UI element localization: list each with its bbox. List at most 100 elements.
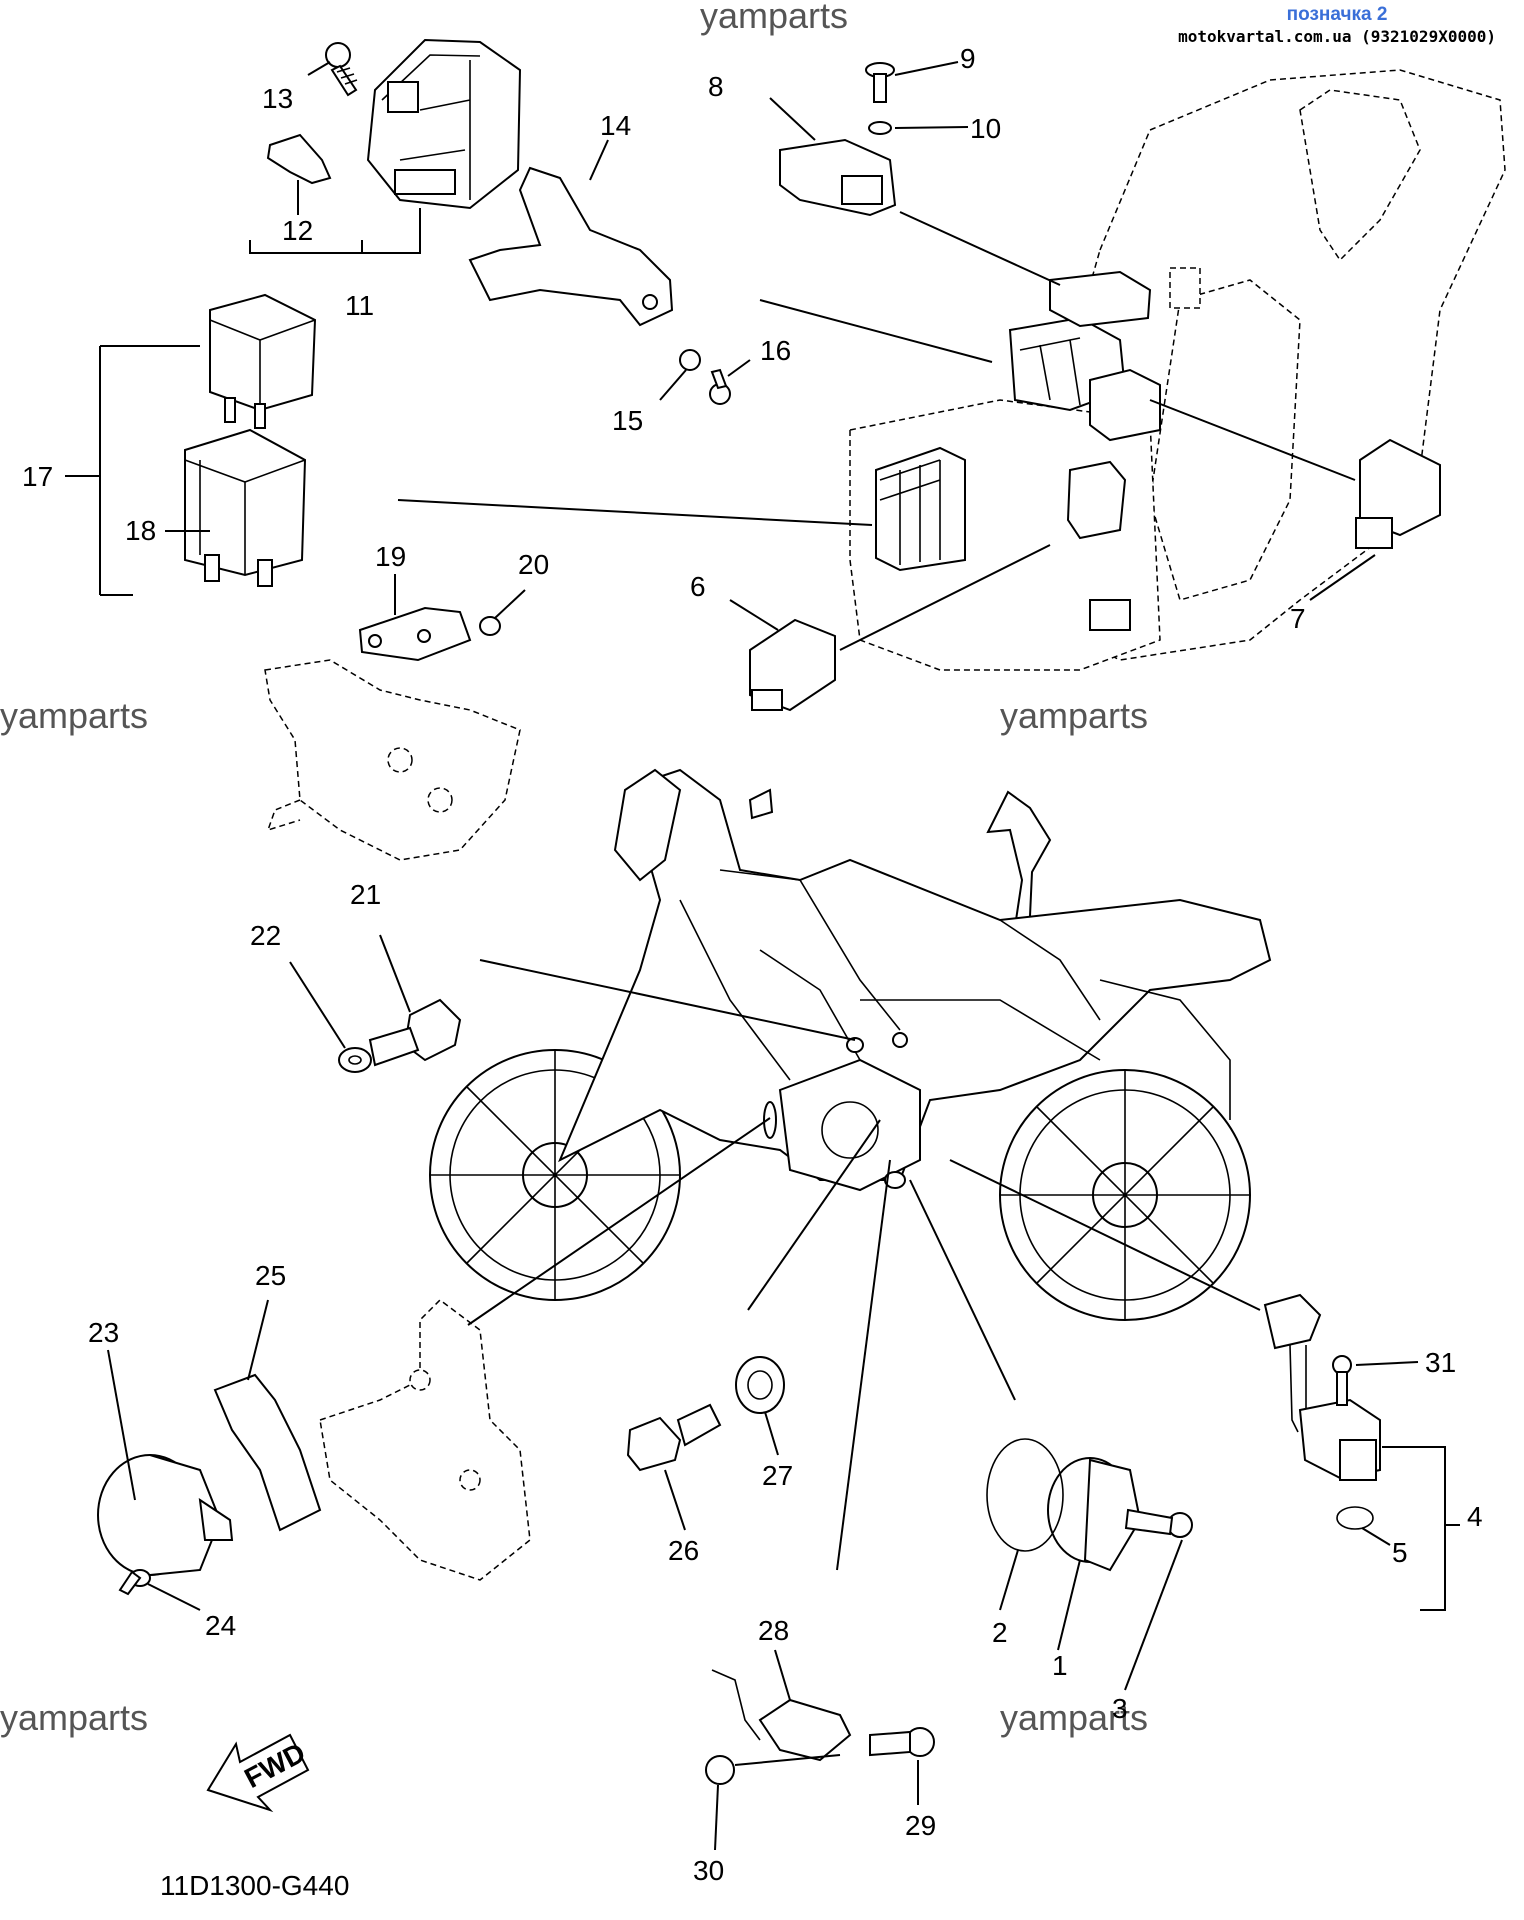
- callout-4: 4: [1467, 1501, 1483, 1532]
- callout-18: 18: [125, 515, 156, 546]
- mounting-bracket-left: [264, 659, 521, 861]
- fwd-direction-arrow: FWD: [206, 1733, 310, 1813]
- callout-12: 12: [282, 215, 313, 246]
- callout-6: 6: [690, 571, 706, 602]
- leader-11: [249, 208, 421, 254]
- leader-6: [729, 599, 779, 631]
- watermark-top: yamparts: [700, 0, 848, 36]
- part-6-connector: [749, 618, 836, 712]
- part-23-horn: [97, 1454, 234, 1576]
- callout-23: 23: [88, 1317, 119, 1348]
- callout-11: 11: [345, 290, 374, 321]
- callout-13: 13: [262, 83, 293, 114]
- leader-16: [727, 359, 751, 377]
- part-15-nut: [679, 349, 701, 371]
- part-18-relay: [184, 428, 307, 587]
- leader-13: [307, 61, 331, 76]
- leader-21-to-bike: [479, 959, 856, 1041]
- leader-28: [774, 1649, 791, 1701]
- callout-20: 20: [518, 549, 549, 580]
- part-9-screw: [865, 62, 895, 103]
- callout-2: 2: [992, 1617, 1008, 1648]
- leader-28-to-30: [734, 1754, 841, 1766]
- leader-26: [664, 1469, 686, 1531]
- callout-17: 17: [22, 461, 53, 492]
- callout-16: 16: [760, 335, 791, 366]
- part-2-o-ring: [986, 1438, 1064, 1552]
- leader-26-to-bike: [747, 1119, 881, 1311]
- leader-17-to-box: [397, 499, 873, 526]
- part-8-connector: [779, 138, 897, 217]
- leader-31: [1355, 1361, 1419, 1366]
- watermark-left-bottom: yamparts: [0, 1697, 148, 1738]
- callout-7: 7: [1290, 603, 1306, 634]
- callout-1: 1: [1052, 1650, 1068, 1681]
- part-21-temperature-sensor: [368, 998, 462, 1067]
- part-11-starter-relay: [366, 38, 522, 210]
- leader-22: [289, 961, 346, 1049]
- part-1-sensor: [1047, 1457, 1142, 1572]
- page-header: позначка 2 motokvartal.com.ua (9321029X0…: [1178, 4, 1496, 48]
- callout-31: 31: [1425, 1347, 1456, 1378]
- leader-8: [769, 97, 816, 141]
- watermark-left-mid: yamparts: [0, 695, 148, 736]
- part-20-nut: [479, 616, 501, 636]
- callout-24: 24: [205, 1610, 236, 1641]
- horn-mounting-bracket: [319, 1299, 531, 1581]
- leader-21: [379, 934, 411, 1013]
- leader-4: [1382, 1446, 1460, 1611]
- leader-23: [107, 1349, 136, 1501]
- callout-15: 15: [612, 405, 643, 436]
- leader-5: [1361, 1527, 1391, 1546]
- part-19-clamp: [358, 606, 472, 662]
- part-12-clip: [266, 133, 332, 185]
- callout-21: 21: [350, 879, 381, 910]
- leader-27: [764, 1411, 779, 1456]
- part-7-connector: [1355, 438, 1441, 549]
- callout-28: 28: [758, 1615, 789, 1646]
- leader-7: [1309, 554, 1376, 601]
- part-24-bolt: [118, 1569, 151, 1596]
- leader-25-to-bike: [467, 1117, 771, 1326]
- part-30-collar: [705, 1755, 735, 1785]
- leader-6-to-box: [839, 544, 1051, 651]
- leader-30: [714, 1784, 719, 1851]
- relay-box: [849, 270, 1161, 671]
- part-14-bracket: [468, 166, 674, 327]
- motorcycle-outline: [429, 768, 1272, 1321]
- diagram-source-text: motokvartal.com.ua (9321029X0000): [1178, 27, 1496, 46]
- leader-1-to-bike: [909, 1179, 1016, 1401]
- part-5-o-ring: [1336, 1506, 1374, 1530]
- leader-15: [659, 369, 687, 401]
- watermark-right-mid: yamparts: [1000, 695, 1148, 736]
- part-17-relay: [209, 293, 317, 429]
- callout-8: 8: [708, 71, 724, 102]
- callout-26: 26: [668, 1535, 699, 1566]
- leader-14: [589, 139, 609, 181]
- leader-20: [494, 589, 526, 619]
- part-25-horn-cover: [213, 1373, 322, 1532]
- leader-25: [247, 1299, 269, 1381]
- part-22-washer: [338, 1047, 372, 1073]
- leader-2: [999, 1549, 1019, 1611]
- part-26-neutral-switch: [626, 1403, 722, 1472]
- part-16-bolt: [709, 368, 731, 405]
- leader-9: [894, 61, 959, 76]
- callout-5: 5: [1392, 1537, 1408, 1568]
- leader-3: [1124, 1539, 1183, 1691]
- leader-7-to-box: [1149, 399, 1356, 481]
- leader-14-to-box: [759, 299, 993, 363]
- callout-14: 14: [600, 110, 631, 141]
- part-28-sensor: [711, 1669, 852, 1762]
- callout-27: 27: [762, 1460, 793, 1491]
- part-13-bolt: [325, 42, 358, 97]
- callout-9: 9: [960, 43, 976, 74]
- callout-25: 25: [255, 1260, 286, 1291]
- part-27-grommet: [735, 1356, 785, 1414]
- callout-22: 22: [250, 920, 281, 951]
- callout-3: 3: [1112, 1693, 1128, 1724]
- callout-29: 29: [905, 1810, 936, 1841]
- leader-1: [1057, 1559, 1081, 1651]
- leader-4-to-bike: [949, 1159, 1261, 1311]
